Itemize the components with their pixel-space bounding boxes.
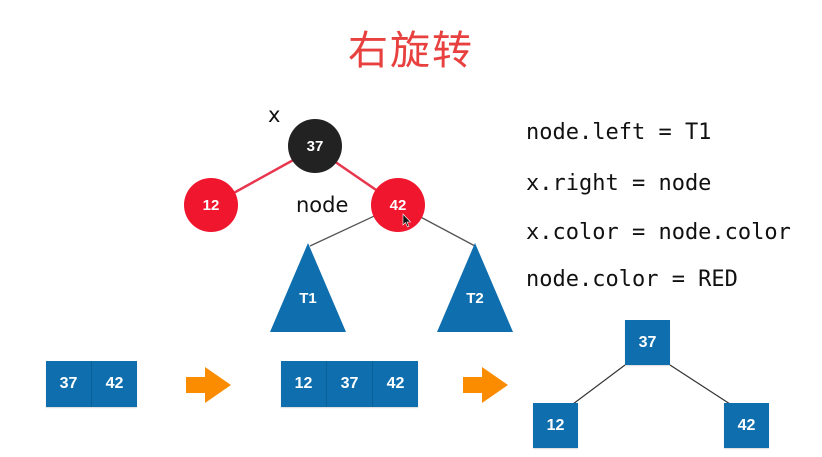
array-before-cell: 42 [105,375,124,392]
right-arrow-icon [463,367,508,403]
node-label: node [296,193,348,217]
array-before: 37 42 [46,361,137,407]
array-before-cell: 37 [46,361,92,407]
array-merged-cell: 37 [327,361,373,407]
code-line-1: node.left = T1 [526,120,712,145]
rb-node-right-value: 42 [390,197,407,214]
array-merged-cell: 42 [386,375,405,392]
rb-node-left-value: 12 [203,197,220,214]
code-line-2: x.right = node [526,171,712,196]
x-label: x [268,103,280,127]
rb-node-left [184,178,238,232]
code-line-3: x.color = node.color [526,220,791,245]
subtree-t1-label: T1 [299,290,317,307]
rb-node-root-value: 37 [307,138,324,155]
edge-23-root-left [572,364,626,405]
code-line-4: node.color = RED [526,267,738,292]
right-arrow-icon [186,367,231,403]
subtree-t2-label: T2 [466,290,484,307]
array-merged-cell: 12 [281,361,327,407]
edge-23-root-right [669,364,731,405]
tree-box-left: 12 [533,403,578,448]
rb-node-right [371,178,425,232]
rb-node-root [288,119,342,173]
page-title: 右旋转 [348,28,474,74]
tree-box-right: 42 [724,403,769,448]
array-merged: 12 37 42 [281,361,418,407]
tree-box-root: 37 [625,320,670,365]
subtree-t1-triangle [270,243,346,332]
mouse-cursor-icon [402,213,412,228]
subtree-t2-triangle [437,243,513,332]
